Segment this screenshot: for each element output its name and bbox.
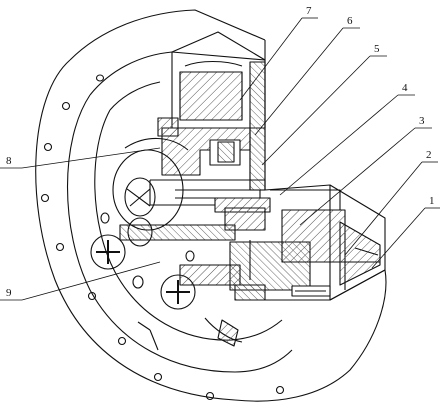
bolt-hole: [205, 391, 215, 401]
callout-3: 3: [419, 115, 425, 127]
bolt-hole: [43, 142, 53, 152]
inner-rotor-section: [119, 179, 346, 301]
bolt-hole: [153, 372, 163, 382]
leader-7: [239, 17, 303, 101]
bolt-hole: [117, 336, 127, 346]
callout-labels: 7 6 5 4 3 2 1 8 9: [6, 5, 435, 299]
front-face-details: [90, 137, 243, 351]
callout-7: 7: [306, 5, 312, 17]
leader-5: [261, 55, 371, 166]
leader-2: [344, 161, 423, 256]
callout-9: 9: [6, 287, 12, 299]
callout-6: 6: [347, 15, 353, 27]
leader-1: [371, 207, 426, 269]
upper-section-cut: [157, 31, 266, 191]
leader-lines: [0, 17, 440, 301]
bolt-hole: [95, 74, 105, 82]
right-section-cut: [264, 184, 386, 301]
bolt-hole: [61, 101, 71, 111]
flange-bolt-holes: [40, 74, 285, 401]
callout-5: 5: [374, 43, 380, 55]
screw-head: [90, 234, 126, 270]
screw-head: [160, 274, 196, 310]
callout-2: 2: [426, 149, 432, 161]
leader-8: [21, 147, 161, 169]
callout-1: 1: [429, 195, 435, 207]
callout-4: 4: [402, 82, 408, 94]
bolt-hole: [40, 193, 50, 203]
bolt-hole: [275, 385, 285, 395]
leader-6: [254, 27, 344, 136]
leader-9: [21, 261, 161, 301]
leader-4: [279, 94, 399, 196]
bolt-hole: [87, 291, 97, 301]
callout-8: 8: [6, 155, 12, 167]
bolt-hole: [55, 242, 65, 252]
leader-3: [299, 127, 416, 226]
